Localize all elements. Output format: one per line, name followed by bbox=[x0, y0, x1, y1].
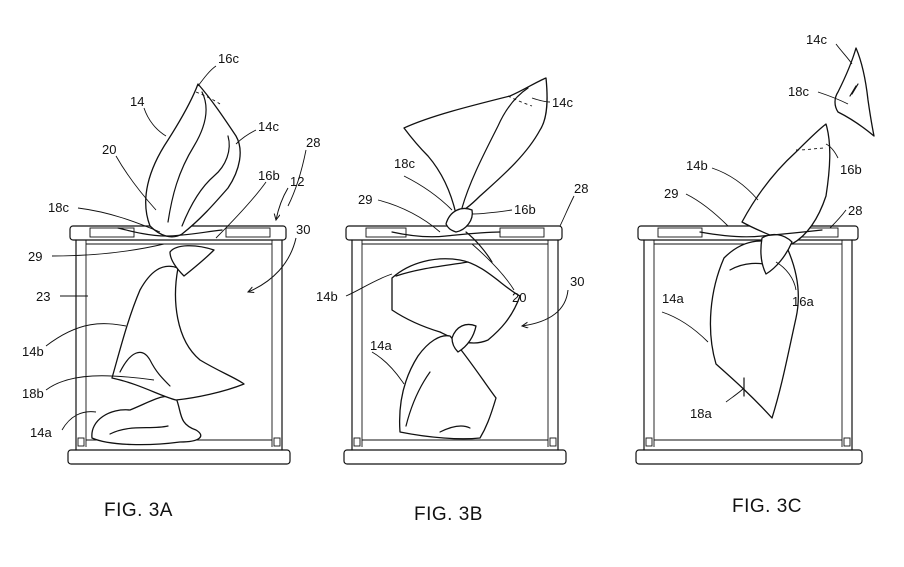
caption-fig-3c: FIG. 3C bbox=[732, 496, 802, 517]
caption-fig-3a: FIG. 3A bbox=[104, 500, 173, 521]
label-14: 14 bbox=[130, 94, 144, 109]
label-29: 29 bbox=[664, 186, 678, 201]
label-20: 20 bbox=[512, 290, 526, 305]
label-14a: 14a bbox=[662, 291, 684, 306]
sheets-3a bbox=[91, 83, 245, 446]
leaders-3a bbox=[45, 65, 307, 431]
label-18c: 18c bbox=[788, 84, 809, 99]
label-14b: 14b bbox=[22, 344, 44, 359]
label-18c: 18c bbox=[394, 156, 415, 171]
label-18b: 18b bbox=[22, 386, 44, 401]
label-16b: 16b bbox=[514, 202, 536, 217]
label-14b: 14b bbox=[316, 289, 338, 304]
label-16c: 16c bbox=[218, 51, 239, 66]
sheets-3b bbox=[391, 77, 548, 440]
label-14a: 14a bbox=[30, 425, 52, 440]
label-29: 29 bbox=[358, 192, 372, 207]
label-18a: 18a bbox=[690, 406, 712, 421]
label-28: 28 bbox=[306, 135, 320, 150]
sheets-3c bbox=[699, 47, 875, 419]
figure-3c: 14c 18c 16b 14b 29 28 14a 16a 18a FIG. 3… bbox=[635, 32, 875, 517]
labels-3c: 14c 18c 16b 14b 29 28 14a 16a 18a bbox=[662, 32, 862, 421]
caption-fig-3b: FIG. 3B bbox=[414, 504, 483, 525]
label-16a: 16a bbox=[792, 294, 814, 309]
label-18c: 18c bbox=[48, 200, 69, 215]
label-16b: 16b bbox=[840, 162, 862, 177]
label-30: 30 bbox=[570, 274, 584, 289]
label-14c: 14c bbox=[258, 119, 279, 134]
label-29: 29 bbox=[28, 249, 42, 264]
label-16b: 16b bbox=[258, 168, 280, 183]
label-23: 23 bbox=[36, 289, 50, 304]
figure-3b: 14c 18c 29 16b 28 14b 20 30 14a FIG. 3B bbox=[316, 77, 588, 525]
label-20: 20 bbox=[102, 142, 116, 157]
leaders-3b bbox=[345, 97, 575, 385]
labels-3a: 16c 14 14c 20 28 16b 12 18c 30 29 23 14b… bbox=[22, 51, 320, 440]
labels-3b: 14c 18c 29 16b 28 14b 20 30 14a bbox=[316, 95, 588, 353]
label-28: 28 bbox=[574, 181, 588, 196]
figure-3a: 16c 14 14c 20 28 16b 12 18c 30 29 23 14b… bbox=[22, 51, 320, 521]
label-14a: 14a bbox=[370, 338, 392, 353]
label-14b: 14b bbox=[686, 158, 708, 173]
label-28: 28 bbox=[848, 203, 862, 218]
label-30: 30 bbox=[296, 222, 310, 237]
container-3a bbox=[67, 225, 291, 465]
label-14c: 14c bbox=[806, 32, 827, 47]
label-12: 12 bbox=[290, 174, 304, 189]
leaders-3c bbox=[661, 43, 853, 403]
label-14c: 14c bbox=[552, 95, 573, 110]
